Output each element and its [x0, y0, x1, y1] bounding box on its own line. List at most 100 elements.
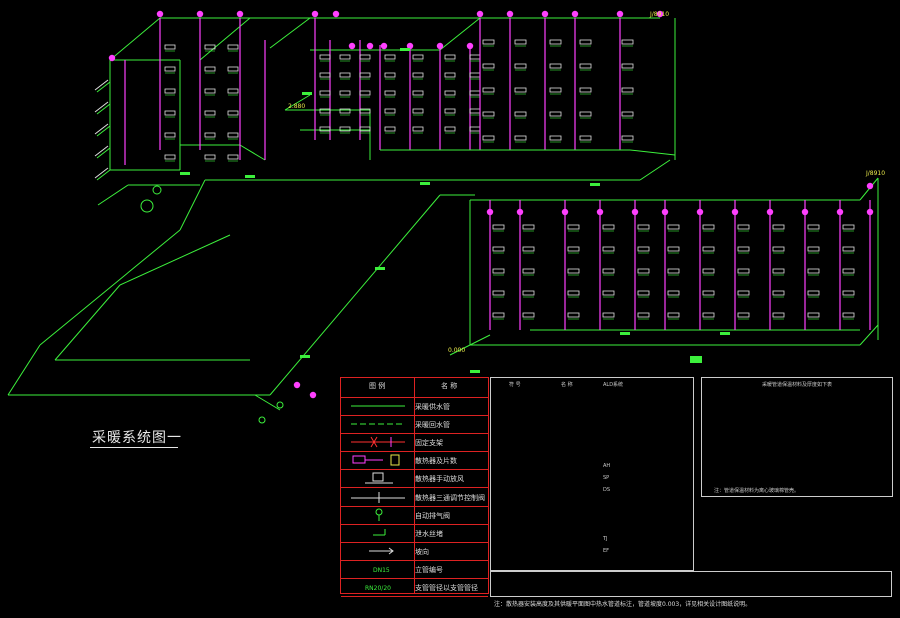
- dimension-tag: [720, 332, 730, 335]
- radiator: [412, 72, 424, 80]
- radiator: [94, 167, 111, 181]
- pipe: [629, 149, 676, 156]
- pipe: [54, 284, 121, 361]
- riser-tag: [661, 208, 669, 216]
- radiator: [469, 126, 481, 134]
- legend-row-name: 自动排气阀: [415, 511, 450, 520]
- radiator: [621, 87, 634, 95]
- legend-row: 泄水丝堵: [341, 524, 488, 543]
- pipe: [109, 17, 161, 61]
- riser-tag: [311, 10, 319, 18]
- dimension-tag: [302, 92, 312, 95]
- radiator: [702, 268, 715, 276]
- radiator: [227, 88, 239, 96]
- pipe: [7, 344, 41, 396]
- legend-row-name: 采暖供水管: [415, 403, 450, 411]
- radiator: [807, 268, 820, 276]
- radiator: [514, 135, 527, 143]
- radiator: [637, 246, 650, 254]
- riser-tag: [466, 42, 474, 50]
- radiator: [567, 224, 580, 232]
- radiator: [549, 135, 562, 143]
- radiator: [444, 126, 456, 134]
- radiator: [514, 87, 527, 95]
- radiator: [522, 268, 535, 276]
- radiator: [319, 108, 331, 116]
- dimension-tag: [590, 183, 600, 186]
- radiator: [702, 290, 715, 298]
- radiator: [482, 87, 495, 95]
- radiator: [549, 87, 562, 95]
- legend-row-name: 散热器手动放风: [415, 475, 464, 484]
- radiator: [164, 44, 176, 52]
- riser-tag: [486, 208, 494, 216]
- radiator: [567, 268, 580, 276]
- radiator: [94, 79, 111, 93]
- drawing-note: 注：散热器安装高度及其供暖平面图中热水管道标注，管道坡度0.003，详见相关设计…: [494, 601, 752, 608]
- mat-bottom-label-2: TJ: [603, 536, 608, 542]
- radiator: [94, 123, 111, 137]
- radiator: [579, 135, 592, 143]
- dimension-tag: [300, 355, 310, 358]
- radiator: [359, 54, 371, 62]
- legend-symbol-icon: [369, 547, 394, 555]
- riser-tag: [596, 208, 604, 216]
- legend-symbol-icon: DN15: [373, 567, 390, 574]
- legend-row-name: 散热器三通调节控制阀: [415, 493, 485, 502]
- radiator: [579, 39, 592, 47]
- radiator: [567, 312, 580, 320]
- radiator: [492, 312, 505, 320]
- riser-tag: [571, 10, 579, 18]
- radiator: [359, 72, 371, 80]
- pipe: [639, 159, 671, 181]
- drawing-title: 采暖系统图一: [92, 430, 182, 446]
- legend-symbol-icon: [352, 454, 400, 466]
- legend-row: 自动排气阀: [341, 506, 488, 525]
- radiator: [412, 108, 424, 116]
- insulation-caption: 采暖管道保温材料及厚度如下表: [762, 382, 833, 388]
- radiator: [842, 246, 855, 254]
- legend-table: 图 例 名 称 采暖供水管采暖回水管固定支架散热器及片数散热器手动放风散热器三通…: [340, 377, 489, 598]
- radiator: [602, 312, 615, 320]
- radiator: [492, 290, 505, 298]
- riser-tag: [866, 182, 874, 190]
- svg-text:RN20/20: RN20/20: [365, 585, 391, 592]
- radiator: [384, 54, 396, 62]
- pipe: [179, 179, 206, 231]
- radiator: [549, 63, 562, 71]
- radiator: [384, 126, 396, 134]
- pump-symbol: [140, 199, 154, 213]
- riser-tag: [801, 208, 809, 216]
- pipe: [254, 394, 281, 411]
- radiator: [339, 108, 351, 116]
- radiator: [412, 90, 424, 98]
- riser-tag: [366, 42, 374, 50]
- radiator: [772, 246, 785, 254]
- radiator: [164, 132, 176, 140]
- riser-tag: [436, 42, 444, 50]
- radiator: [482, 111, 495, 119]
- riser-tag: [616, 10, 624, 18]
- pipe-label: J/8910: [649, 11, 669, 18]
- radiator: [204, 44, 216, 52]
- title-underline: [90, 447, 178, 448]
- legend-header: 图 例 名 称: [341, 378, 488, 398]
- radiator: [469, 72, 481, 80]
- radiator: [667, 224, 680, 232]
- radiator: [492, 268, 505, 276]
- radiator: [637, 224, 650, 232]
- radiator: [469, 90, 481, 98]
- radiator: [602, 246, 615, 254]
- dimension-tag: [420, 182, 430, 185]
- radiator: [412, 54, 424, 62]
- radiator: [319, 72, 331, 80]
- mat-code-1: AH: [603, 463, 611, 469]
- riser-tag: [696, 208, 704, 216]
- radiator: [359, 126, 371, 134]
- legend-header-name: 名 称: [441, 382, 458, 390]
- radiator: [384, 108, 396, 116]
- radiator: [492, 246, 505, 254]
